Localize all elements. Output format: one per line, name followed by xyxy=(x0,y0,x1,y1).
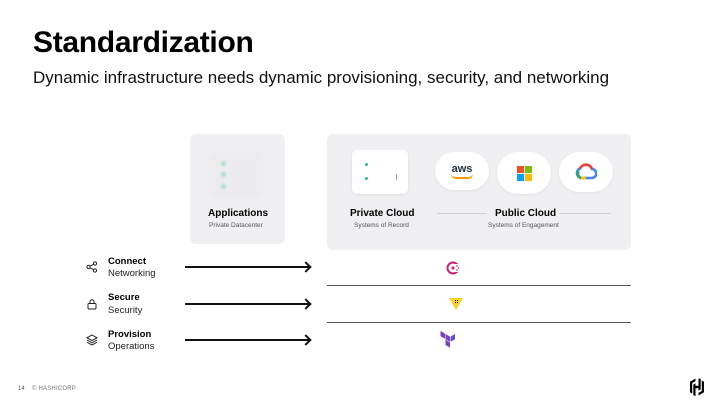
private-cloud-sublabel: Systems of Record xyxy=(354,222,409,229)
row-sub-operations: Operations xyxy=(108,341,155,352)
copyright-text: © HASHICORP xyxy=(32,386,76,392)
aws-logo-icon: aws xyxy=(435,152,489,190)
arrow-secure xyxy=(185,303,309,305)
row-title-provision: Provision xyxy=(108,329,152,340)
public-cloud-divider-right xyxy=(559,213,611,214)
share-icon xyxy=(86,261,98,273)
public-cloud-divider-left xyxy=(437,213,487,214)
slide-subtitle: Dynamic infrastructure needs dynamic pro… xyxy=(33,68,610,87)
lock-icon xyxy=(87,299,97,310)
public-cloud-sublabel: Systems of Engagement xyxy=(488,222,559,229)
row-title-connect: Connect xyxy=(108,256,146,267)
applications-sublabel: Private Datacenter xyxy=(209,222,263,229)
aws-logo-text: aws xyxy=(451,162,473,175)
arrow-head-secure xyxy=(300,298,312,310)
arrow-connect xyxy=(185,266,309,268)
row-sub-networking: Networking xyxy=(108,268,156,279)
arrow-provision xyxy=(185,339,309,341)
row-sub-security: Security xyxy=(108,305,143,316)
row-divider-1 xyxy=(327,285,631,286)
public-cloud-label: Public Cloud xyxy=(495,208,557,219)
row-divider-2 xyxy=(327,322,631,323)
datacenter-server-icon xyxy=(208,152,264,198)
row-title-secure: Secure xyxy=(108,292,140,303)
consul-logo-icon xyxy=(446,261,460,275)
layers-icon xyxy=(86,334,98,346)
microsoft-logo-icon xyxy=(497,152,551,194)
terraform-logo-icon xyxy=(440,331,455,348)
arrow-head-connect xyxy=(300,261,312,273)
slide-title: Standardization xyxy=(33,26,254,59)
vault-logo-icon xyxy=(449,298,463,310)
private-cloud-server-icon xyxy=(352,150,408,194)
google-cloud-logo-icon xyxy=(559,152,613,192)
applications-label: Applications xyxy=(208,208,269,219)
hashicorp-logo-icon xyxy=(690,378,704,396)
arrow-head-provision xyxy=(300,334,312,346)
private-cloud-label: Private Cloud xyxy=(350,208,415,219)
page-number: 14 xyxy=(18,386,25,392)
